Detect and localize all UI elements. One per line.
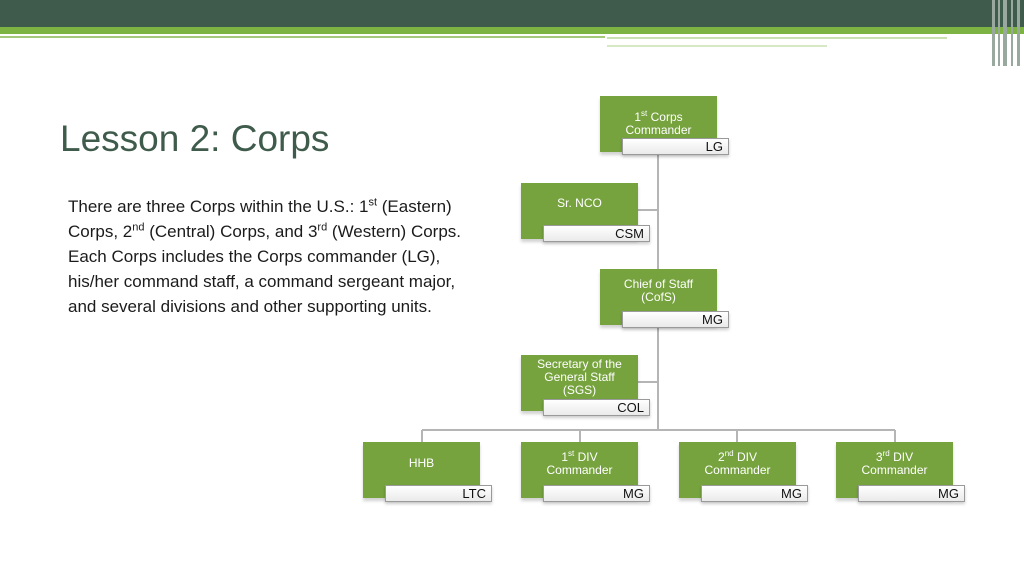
slide-body-text: There are three Corps within the U.S.: 1…: [68, 196, 462, 316]
header-rule-3: [607, 45, 827, 47]
node-label: HHB: [408, 455, 435, 470]
header-rule-2: [607, 37, 947, 39]
header-band-green: [0, 27, 1024, 34]
node-label: Secretary of the: [537, 357, 622, 371]
node-label: Commander: [546, 463, 613, 477]
header-band-dark: [0, 0, 1024, 27]
rank-badge: COL: [543, 399, 650, 416]
rank-badge: MG: [622, 311, 729, 328]
node-label: Commander: [861, 463, 928, 477]
node-label: Chief of Staff: [623, 277, 694, 291]
slide-title: Lesson 2: Corps: [60, 118, 330, 159]
node-label: (SGS): [562, 383, 597, 397]
header-stripes: [992, 0, 1024, 66]
node-label: General Staff: [544, 370, 615, 384]
node-label: Commander: [704, 463, 771, 477]
rank-badge: LTC: [385, 485, 492, 502]
rank-badge: CSM: [543, 225, 650, 242]
rank-badge: MG: [858, 485, 965, 502]
rank-badge: MG: [543, 485, 650, 502]
rank-badge: LG: [622, 138, 729, 155]
header-rule-1: [0, 36, 605, 38]
node-label: (CofS): [641, 290, 676, 304]
node-label: Commander: [625, 123, 692, 137]
rank-badge: MG: [701, 485, 808, 502]
node-label: Sr. NCO: [557, 195, 602, 210]
